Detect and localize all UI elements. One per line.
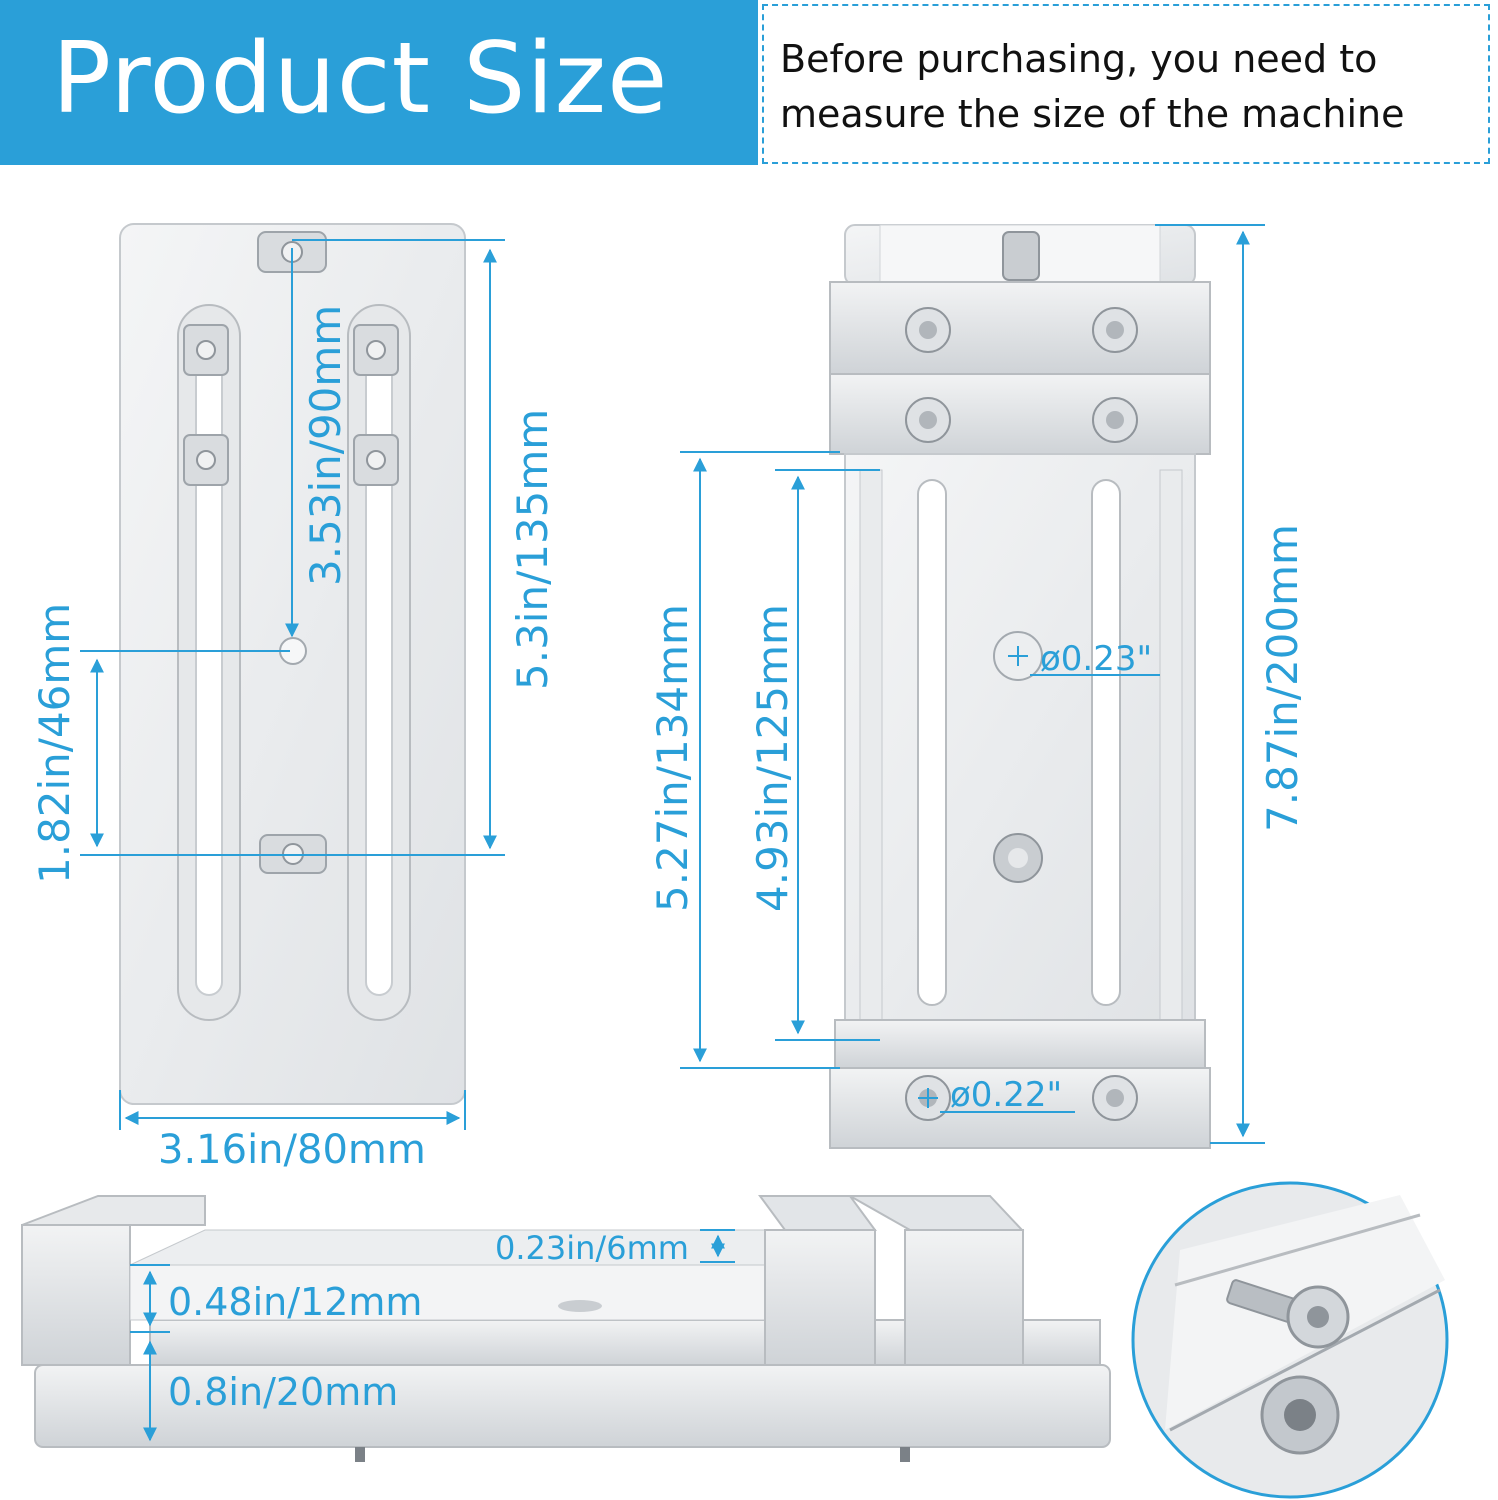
base-height-label: 0.8in/20mm [168,1370,399,1414]
hole-diameter-bottom-label: ø0.22" [950,1075,1063,1115]
vise-inner-length-label: 4.93in/125mm [748,604,797,912]
plate-height-label: 5.3in/135mm [508,408,557,690]
plate-hole-to-slot-label: 3.53in/90mm [301,304,350,586]
plate-offset-label: 1.82in/46mm [30,602,79,884]
purchase-note-line-2: measure the size of the machine [780,92,1405,136]
side-dimension-lines [130,1229,735,1442]
purchase-note: Before purchasing, you need to measure t… [780,32,1404,142]
purchase-note-box: Before purchasing, you need to measure t… [762,4,1490,164]
hole-diameter-top-label: ø0.23" [1040,639,1153,679]
page-title: Product Size [52,22,669,136]
vise-side-view [21,1195,1111,1462]
vise-total-length-label: 7.87in/200mm [1258,524,1307,832]
jaw-step-label: 0.23in/6mm [495,1229,689,1267]
plate-dimension-lines [80,239,505,1130]
title-banner: Product Size [0,0,758,165]
vise-top-view [829,224,1211,1149]
vise-outer-length-label: 5.27in/134mm [648,604,697,912]
plate-width-label: 3.16in/80mm [158,1127,426,1173]
vise-dimension-lines [680,224,1265,1144]
purchase-note-line-1: Before purchasing, you need to [780,37,1378,81]
jaw-height-label: 0.48in/12mm [168,1280,423,1324]
mounting-plate [119,223,466,1105]
screw-detail-circle [1131,1181,1449,1499]
